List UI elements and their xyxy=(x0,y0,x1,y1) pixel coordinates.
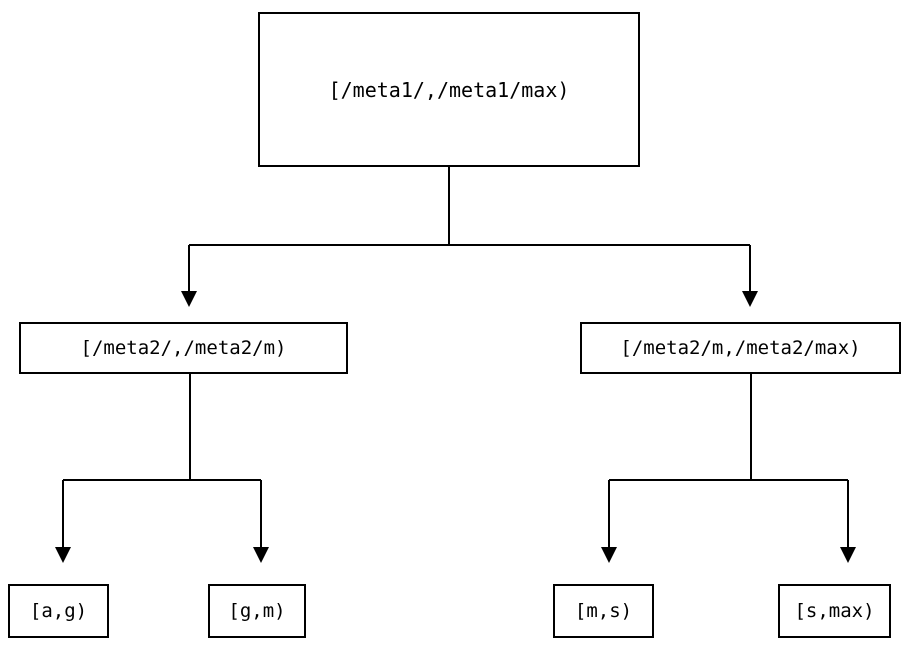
arrowhead-leaf-gm-icon xyxy=(253,547,269,563)
arrowhead-mid-left-icon xyxy=(181,291,197,307)
arrowhead-mid-right-icon xyxy=(742,291,758,307)
tree-node-mid-right[interactable]: [/meta2/m,/meta2/max) xyxy=(580,322,901,374)
edge-midright-to-leaves-group xyxy=(601,374,856,563)
arrowhead-leaf-ms-icon xyxy=(601,547,617,563)
tree-node-mid-left[interactable]: [/meta2/,/meta2/m) xyxy=(19,322,348,374)
tree-node-leaf-smax[interactable]: [s,max) xyxy=(778,584,891,638)
tree-node-root[interactable]: [/meta1/,/meta1/max) xyxy=(258,12,640,167)
arrowhead-leaf-ag-icon xyxy=(55,547,71,563)
tree-node-leaf-ag[interactable]: [a,g) xyxy=(8,584,109,638)
edge-midleft-to-leaves-group xyxy=(55,374,269,563)
tree-node-leaf-gm[interactable]: [g,m) xyxy=(208,584,306,638)
edge-root-to-mid-group xyxy=(181,167,758,307)
tree-node-leaf-ms[interactable]: [m,s) xyxy=(553,584,654,638)
arrowhead-leaf-smax-icon xyxy=(840,547,856,563)
